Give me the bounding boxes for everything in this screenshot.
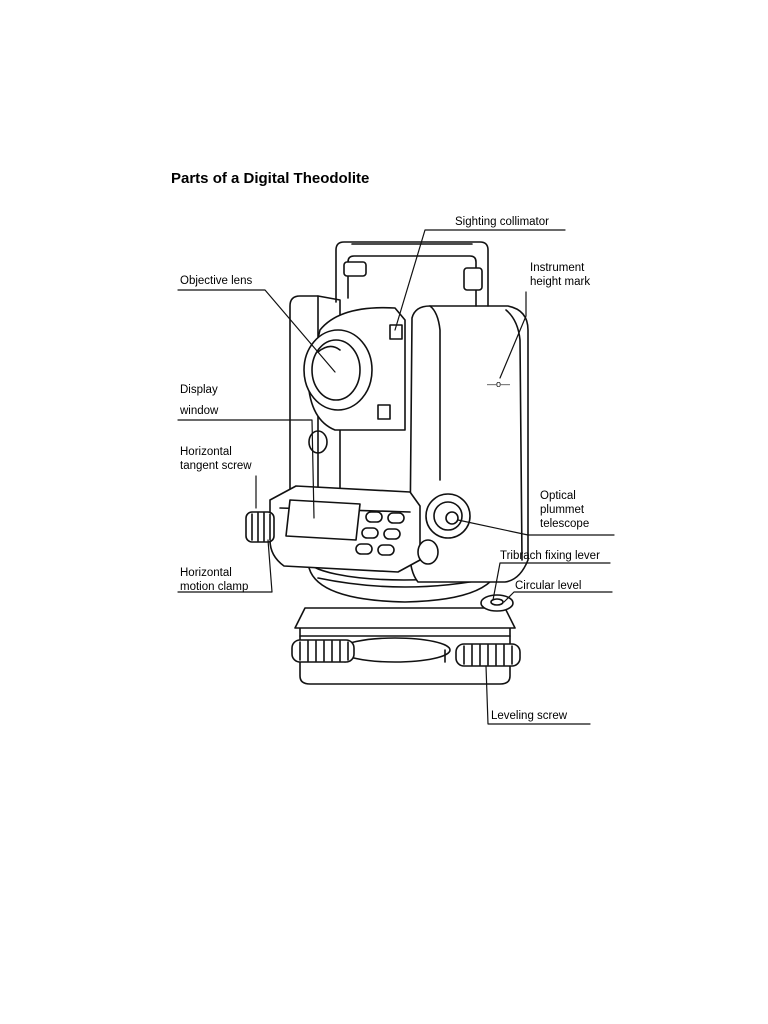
leveling-screw-right: [455, 643, 521, 667]
label-optical-plummet-line3: telescope: [540, 518, 590, 530]
label-optical-plummet-line1: Optical: [540, 490, 576, 502]
label-optical-plummet-line2: plummet: [540, 504, 585, 516]
circular-level-part: [480, 594, 514, 612]
leader-lines: [177, 229, 615, 725]
label-tribrach-fixing-lever: Tribrach fixing lever: [500, 550, 600, 562]
base-plate: [294, 607, 516, 685]
label-instrument-height-mark-line2: height mark: [530, 276, 591, 288]
label-leveling-screw: Leveling screw: [491, 710, 568, 722]
plummet-knob: [425, 493, 471, 539]
telescope: [303, 306, 406, 431]
label-horizontal-tangent-screw-line1: Horizontal: [180, 446, 232, 458]
carrying-handle: [335, 241, 489, 307]
tangent-screw-knob: [245, 511, 275, 543]
label-horizontal-motion-clamp-line1: Horizontal: [180, 567, 232, 579]
control-panel: [269, 485, 439, 573]
label-objective-lens: Objective lens: [180, 275, 253, 287]
label-horizontal-motion-clamp-line2: motion clamp: [180, 581, 249, 593]
label-sighting-collimator: Sighting collimator: [455, 216, 549, 228]
height-mark-symbol: —o—: [487, 379, 511, 389]
diagram-title: Parts of a Digital Theodolite: [171, 170, 370, 187]
label-display-window-line1: Display: [180, 384, 218, 396]
label-instrument-height-mark-line1: Instrument: [530, 262, 585, 274]
leveling-screw-left: [291, 639, 355, 663]
label-horizontal-tangent-screw-line2: tangent screw: [180, 460, 252, 472]
label-display-window-line2: window: [180, 405, 219, 417]
label-circular-level: Circular level: [515, 580, 582, 592]
